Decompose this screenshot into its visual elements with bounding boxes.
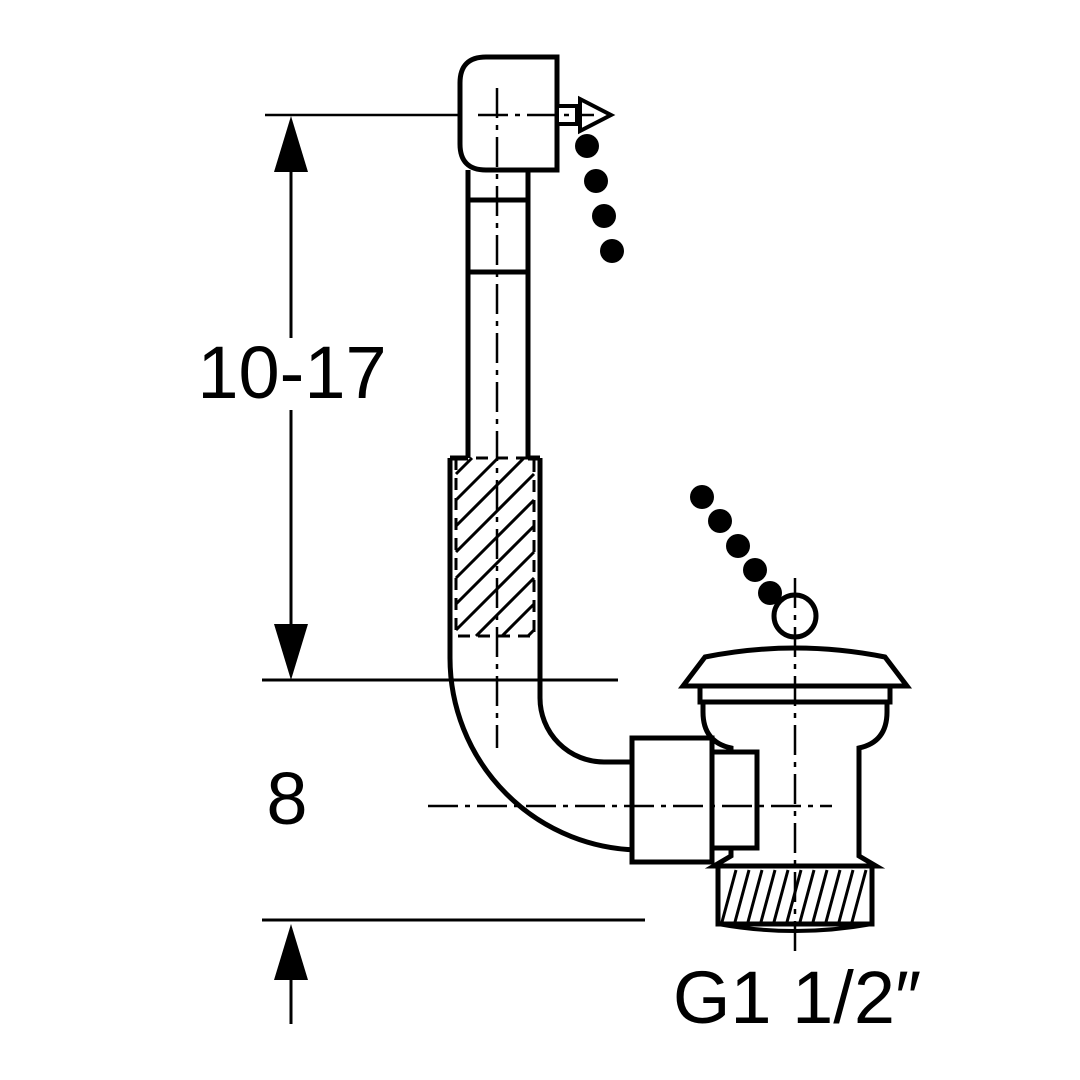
down-arrowhead-icon bbox=[274, 624, 308, 680]
elbow-inner bbox=[537, 458, 650, 765]
housing-outline bbox=[457, 54, 560, 173]
compression-nut bbox=[629, 735, 760, 865]
chain-bead bbox=[758, 581, 782, 605]
nut-body bbox=[629, 735, 715, 865]
thread-size-label: G1 1/2″ bbox=[673, 956, 921, 1039]
overflow-pipe bbox=[447, 170, 650, 853]
bottom-up-arrowhead-icon bbox=[274, 924, 308, 980]
chain-bead bbox=[584, 169, 608, 193]
chain-bead bbox=[708, 509, 732, 533]
chain-bead bbox=[743, 558, 767, 582]
up-arrowhead-icon bbox=[274, 116, 308, 172]
chain-beads bbox=[575, 134, 782, 605]
chain-bead bbox=[690, 485, 714, 509]
hatch-lines bbox=[454, 456, 536, 638]
chain-bead bbox=[600, 239, 624, 263]
centerlines bbox=[428, 88, 832, 958]
nut-connector bbox=[709, 749, 760, 851]
adjustable-section-hatch bbox=[454, 456, 536, 638]
chain-bead bbox=[592, 204, 616, 228]
hatch-border bbox=[454, 456, 536, 638]
chain-bead bbox=[726, 534, 750, 558]
dimension-label-depth: 8 bbox=[266, 757, 307, 840]
chain-bead bbox=[575, 134, 599, 158]
dimension-label-height: 10-17 bbox=[197, 331, 386, 414]
dimensions bbox=[262, 113, 645, 1024]
elbow-outer bbox=[447, 458, 650, 853]
